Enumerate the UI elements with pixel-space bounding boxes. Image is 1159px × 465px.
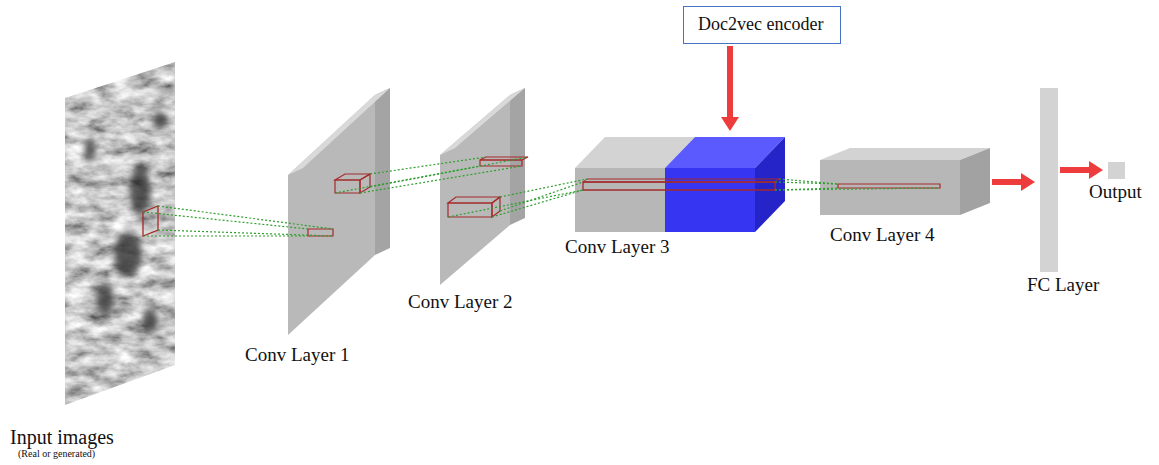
receptive-field-lines — [143, 206, 333, 236]
flow-arrow — [1060, 161, 1103, 179]
conv-layer: Conv Layer 3 — [575, 137, 785, 232]
layer-label: Conv Layer 4 — [830, 224, 934, 246]
encoder-box: Doc2vec encoder — [683, 6, 841, 44]
input-image — [65, 62, 175, 405]
conv-slab — [440, 88, 528, 285]
encoder-label: Doc2vec encoder — [698, 14, 823, 35]
conv-layer: Conv Layer 2 — [440, 88, 525, 285]
output-unit — [1108, 162, 1125, 179]
conv-slab — [288, 88, 390, 335]
output-node: Output — [1108, 162, 1125, 179]
input-image-node: Input images(Real or generated) — [65, 62, 205, 405]
layer-label: FC Layer — [1027, 274, 1099, 296]
layer-sublabel: (Real or generated) — [18, 448, 95, 460]
layer-label: Conv Layer 3 — [565, 236, 669, 258]
layer-label: Conv Layer 1 — [245, 344, 349, 366]
conv-block — [575, 137, 785, 232]
flow-arrow — [721, 46, 739, 131]
fc-bar — [1040, 88, 1058, 272]
layer-label: Conv Layer 2 — [408, 291, 512, 313]
conv-block — [820, 148, 990, 215]
flow-arrow — [992, 173, 1035, 191]
conv-layer: Conv Layer 1 — [288, 88, 390, 335]
receptive-field-lines — [448, 179, 587, 217]
conv-layer: Conv Layer 4 — [820, 148, 990, 215]
layer-label: Output — [1089, 181, 1142, 203]
receptive-field-lines — [335, 157, 528, 193]
receptive-field-lines — [775, 179, 940, 190]
fc-layer: FC Layer — [1040, 88, 1058, 272]
layer-label: Input images — [10, 426, 114, 449]
